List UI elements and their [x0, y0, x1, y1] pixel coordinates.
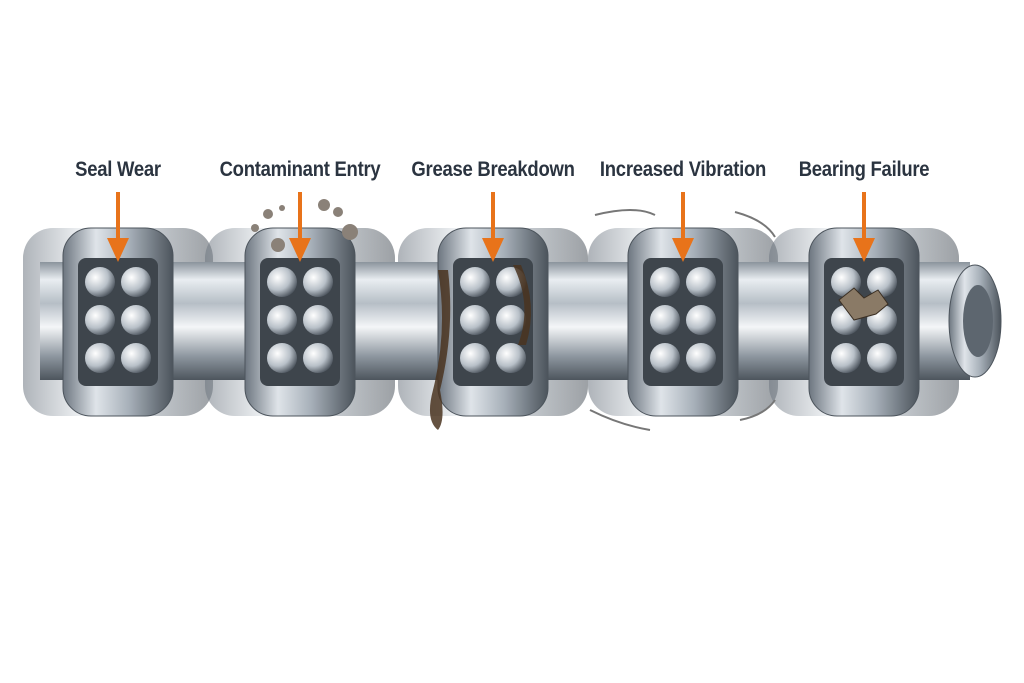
stage-label: Contaminant Entry — [219, 158, 381, 181]
contaminant-particles-icon — [251, 199, 358, 252]
bearing-ball — [267, 343, 297, 373]
bearing-ball — [460, 267, 490, 297]
bearing-ball — [686, 343, 716, 373]
damaged-bearing-icon — [838, 287, 889, 321]
stage-arrow — [107, 192, 129, 262]
bearing-ball — [867, 343, 897, 373]
bearing-ball — [460, 305, 490, 335]
stage-label: Bearing Failure — [798, 158, 930, 181]
bearing-ball — [85, 343, 115, 373]
bearing-ball — [650, 343, 680, 373]
bearing-ball — [303, 305, 333, 335]
bearing-2 — [244, 199, 358, 417]
bearing-ball — [686, 267, 716, 297]
bearing-ball — [831, 343, 861, 373]
bearing-ball — [121, 305, 151, 335]
shaft-bore — [963, 285, 993, 357]
vibration-lines-icon — [589, 209, 776, 431]
bearing-ball — [650, 305, 680, 335]
bearing-ball — [650, 267, 680, 297]
bearing-ball — [496, 305, 526, 335]
bearing-ball — [121, 343, 151, 373]
bearing-ball — [85, 305, 115, 335]
bearing-5 — [808, 227, 920, 417]
bearing-ball — [303, 343, 333, 373]
bearing-4 — [589, 209, 776, 431]
grease-drip-icon — [429, 265, 531, 430]
stage-label: Grease Breakdown — [411, 158, 575, 181]
bearing-3 — [429, 227, 549, 430]
bearing-ball — [85, 267, 115, 297]
bearing-ball — [121, 267, 151, 297]
stage-arrow — [853, 192, 875, 262]
stage-arrow — [672, 192, 694, 262]
bearing-ball — [496, 343, 526, 373]
stage-label: Seal Wear — [75, 158, 161, 181]
bearing-1 — [62, 227, 174, 417]
bearing-ball — [867, 267, 897, 297]
bearing-ball — [303, 267, 333, 297]
bearing-ball — [686, 305, 716, 335]
stage-arrow — [482, 192, 504, 262]
bearing-ball — [267, 267, 297, 297]
bearing-ball — [460, 343, 490, 373]
bearing-ball — [267, 305, 297, 335]
stage-arrow — [289, 192, 311, 262]
stage-label: Increased Vibration — [599, 158, 767, 181]
